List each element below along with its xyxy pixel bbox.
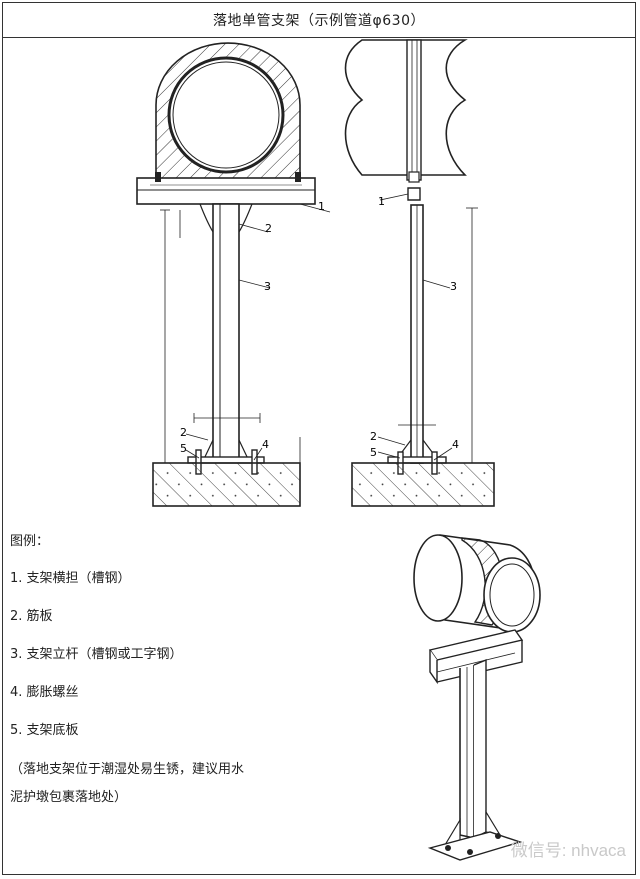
legend-note-line1: （落地支架位于潮湿处易生锈，建议用水 <box>10 762 245 777</box>
side-pipe <box>344 39 468 176</box>
side-callout-5: 5 <box>370 446 377 459</box>
side-view: 1 3 2 5 4 <box>344 39 495 507</box>
legend-item-rib: 2. 筋板 <box>10 609 53 624</box>
front-callout-3: 3 <box>264 280 271 293</box>
legend-item-base-plate: 5. 支架底板 <box>10 723 79 738</box>
legend-note-line2: 泥护墩包裹落地处） <box>10 790 128 805</box>
side-callout-4: 4 <box>452 438 459 451</box>
watermark: 微信号: nhvaca <box>510 841 626 860</box>
front-column <box>212 203 240 462</box>
isometric-view <box>413 534 541 861</box>
front-callout-5: 5 <box>180 442 187 455</box>
front-callout-2: 2 <box>265 222 272 235</box>
front-crossbar <box>136 177 316 205</box>
front-foundation <box>152 462 301 507</box>
legend-item-bolt: 4. 膨胀螺丝 <box>10 685 79 700</box>
legend-item-column: 3. 支架立杆（槽钢或工字钢） <box>10 647 183 662</box>
front-callout-2-lower: 2 <box>180 426 187 439</box>
side-callout-2: 2 <box>370 430 377 443</box>
side-callout-1: 1 <box>378 195 385 208</box>
legend: 图例： 1. 支架横担（槽钢） 2. 筋板 3. 支架立杆（槽钢或工字钢） 4.… <box>10 530 330 815</box>
side-foundation <box>351 462 495 507</box>
front-pipe <box>167 56 285 174</box>
page-title: 落地单管支架（示例管道φ630） <box>3 3 635 38</box>
legend-heading: 图例： <box>10 534 50 549</box>
front-view: 1 2 3 2 5 4 <box>136 42 331 507</box>
front-callout-1: 1 <box>318 200 325 213</box>
front-callout-4: 4 <box>262 438 269 451</box>
legend-item-crossbar: 1. 支架横担（槽钢） <box>10 571 131 586</box>
side-callout-3: 3 <box>450 280 457 293</box>
